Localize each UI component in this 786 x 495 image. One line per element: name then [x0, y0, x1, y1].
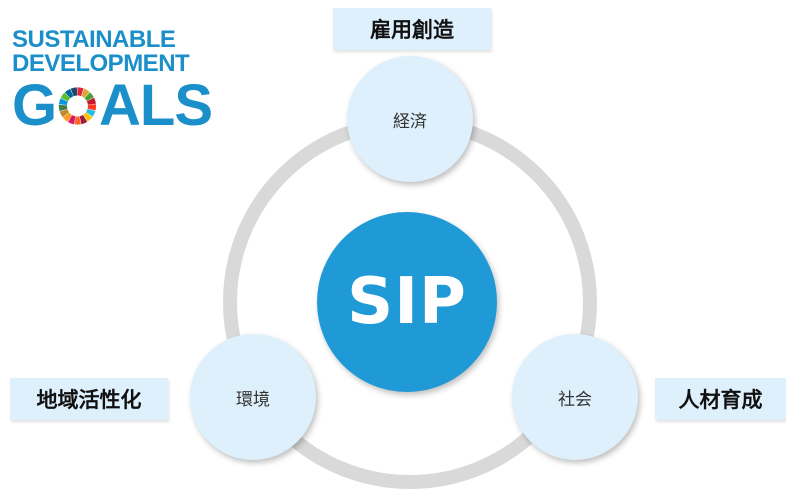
node-economy: 経済 [347, 56, 473, 182]
wheel-segment [83, 112, 93, 122]
center-circle-sip: SIP [317, 212, 497, 392]
wheel-segment [81, 88, 90, 99]
wheel-segment [87, 104, 97, 111]
wheel-segment [84, 92, 94, 102]
tag-regional-revitalization: 地域活性化 [10, 378, 168, 420]
logo-line-2: DEVELOPMENT [12, 50, 190, 77]
tag-job-creation: 雇用創造 [333, 8, 491, 50]
wheel-segment [68, 115, 76, 125]
sdgs-logo: SUSTAINABLE DEVELOPMENT G ALS [12, 26, 213, 138]
wheel-segment [63, 112, 73, 122]
tag-human-resource-development: 人材育成 [655, 378, 786, 420]
wheel-segment [70, 87, 78, 97]
wheel-segment [58, 104, 68, 112]
wheel-segment [79, 114, 88, 125]
wheel-segment [59, 98, 69, 106]
node-environment: 環境 [190, 334, 316, 460]
wheel-segment [59, 109, 70, 118]
wheel-segment [86, 108, 96, 117]
logo-line-1: SUSTAINABLE [12, 26, 176, 53]
logo-goals-suffix: ALS [99, 73, 213, 138]
wheel-segment [77, 87, 84, 97]
logo-goals: G ALS [12, 73, 213, 138]
wheel-segment [86, 97, 97, 105]
node-society: 社会 [512, 334, 638, 460]
logo-goals-prefix: G [12, 73, 57, 138]
sdg-color-wheel-icon [58, 87, 97, 125]
wheel-segment [74, 116, 81, 125]
wheel-segment [60, 92, 71, 102]
wheel-segment [65, 88, 74, 99]
